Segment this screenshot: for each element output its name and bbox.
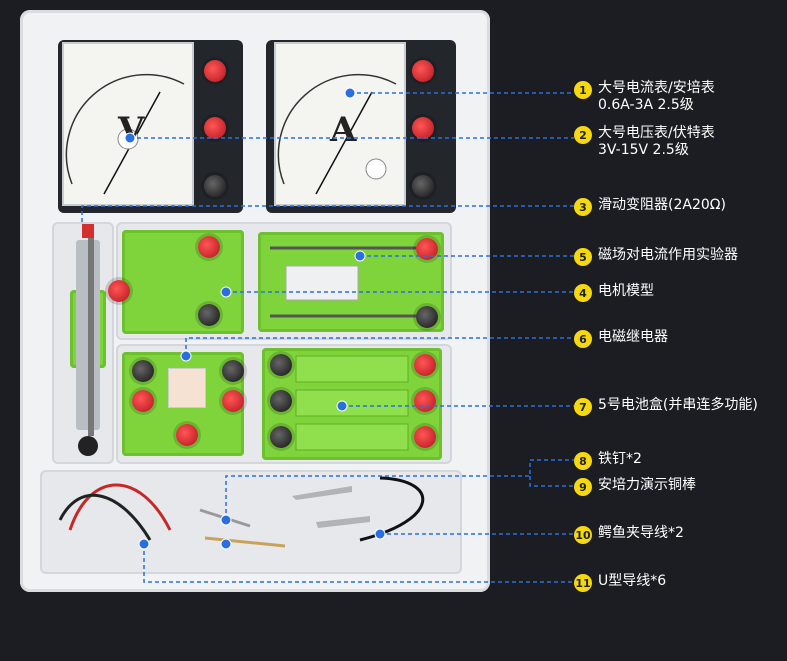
voltmeter-terminal-red-top	[204, 60, 226, 82]
callout-motor: 4 电机模型	[574, 283, 654, 309]
callout-label: 磁场对电流作用实验器	[598, 247, 738, 263]
motor-model-board	[122, 230, 244, 334]
callout-number: 3	[574, 198, 592, 216]
ammeter-terminal-red-mid	[412, 117, 434, 139]
battery-terminal-3	[270, 426, 292, 448]
relay-terminal-1	[132, 360, 154, 382]
relay-terminal-4	[222, 390, 244, 412]
callout-label: 鳄鱼夹导线*2	[598, 525, 684, 541]
callout-alligator-wire: 10 鳄鱼夹导线*2	[574, 525, 684, 551]
callout-label: 大号电流表/安培表	[598, 80, 715, 96]
callout-rheostat: 3 滑动变阻器(2A20Ω)	[574, 197, 726, 223]
ammeter-terminal-red-top	[412, 60, 434, 82]
callout-number: 6	[574, 330, 592, 348]
motor-terminal-red	[198, 236, 220, 258]
callout-label: 大号电压表/伏特表	[598, 125, 715, 141]
ammeter-letter: A	[330, 110, 357, 150]
voltmeter-terminal-black	[204, 175, 226, 197]
callout-label: 电机模型	[598, 283, 654, 299]
callout-number: 2	[574, 126, 592, 144]
callout-label: U型导线*6	[598, 573, 667, 589]
callout-magnetic-force: 5 磁场对电流作用实验器	[574, 247, 738, 273]
voltmeter-face: V	[62, 42, 194, 206]
motor-terminal-black	[198, 304, 220, 326]
callout-number: 4	[574, 284, 592, 302]
callout-iron-nail: 8 铁钉*2	[574, 451, 642, 477]
callout-label: 安培力演示铜棒	[598, 477, 696, 493]
callout-number: 11	[574, 574, 592, 592]
callout-voltmeter: 2 大号电压表/伏特表 3V-15V 2.5级	[574, 125, 715, 158]
callout-label: 电磁继电器	[598, 329, 668, 345]
relay-terminal-2	[222, 360, 244, 382]
callout-copper-rod: 9 安培力演示铜棒	[574, 477, 696, 503]
callout-number: 9	[574, 478, 592, 496]
callout-battery-box: 7 5号电池盒(并串连多功能)	[574, 397, 758, 423]
callout-relay: 6 电磁继电器	[574, 329, 668, 355]
relay-terminal-3	[132, 390, 154, 412]
battery-terminal-1	[270, 354, 292, 376]
callout-u-wire: 11 U型导线*6	[574, 573, 666, 599]
callout-number: 8	[574, 452, 592, 470]
callout-number: 7	[574, 398, 592, 416]
callout-number: 5	[574, 248, 592, 266]
battery-terminal-6	[414, 426, 436, 448]
callout-number: 1	[574, 81, 592, 99]
callout-label: 5号电池盒(并串连多功能)	[598, 397, 758, 413]
ammeter-terminal-black	[412, 175, 434, 197]
voltmeter-terminal-red-mid	[204, 117, 226, 139]
relay-terminal-5	[176, 424, 198, 446]
callout-spec: 3V-15V 2.5级	[598, 142, 689, 158]
battery-terminal-2	[270, 390, 292, 412]
callout-spec: 0.6A-3A 2.5级	[598, 97, 694, 113]
relay-housing	[168, 368, 206, 408]
callout-ammeter: 1 大号电流表/安培表 0.6A-3A 2.5级	[574, 80, 715, 113]
battery-terminal-4	[414, 354, 436, 376]
motor-handle-red	[108, 280, 130, 302]
magnetic-terminal-black	[416, 306, 438, 328]
ammeter-scale	[277, 73, 397, 195]
callout-label: 铁钉*2	[598, 451, 642, 467]
callout-label: 滑动变阻器(2A20Ω)	[598, 197, 726, 213]
callout-number: 10	[574, 526, 592, 544]
magnetic-terminal-red	[416, 238, 438, 260]
ammeter-face: A	[274, 42, 406, 206]
